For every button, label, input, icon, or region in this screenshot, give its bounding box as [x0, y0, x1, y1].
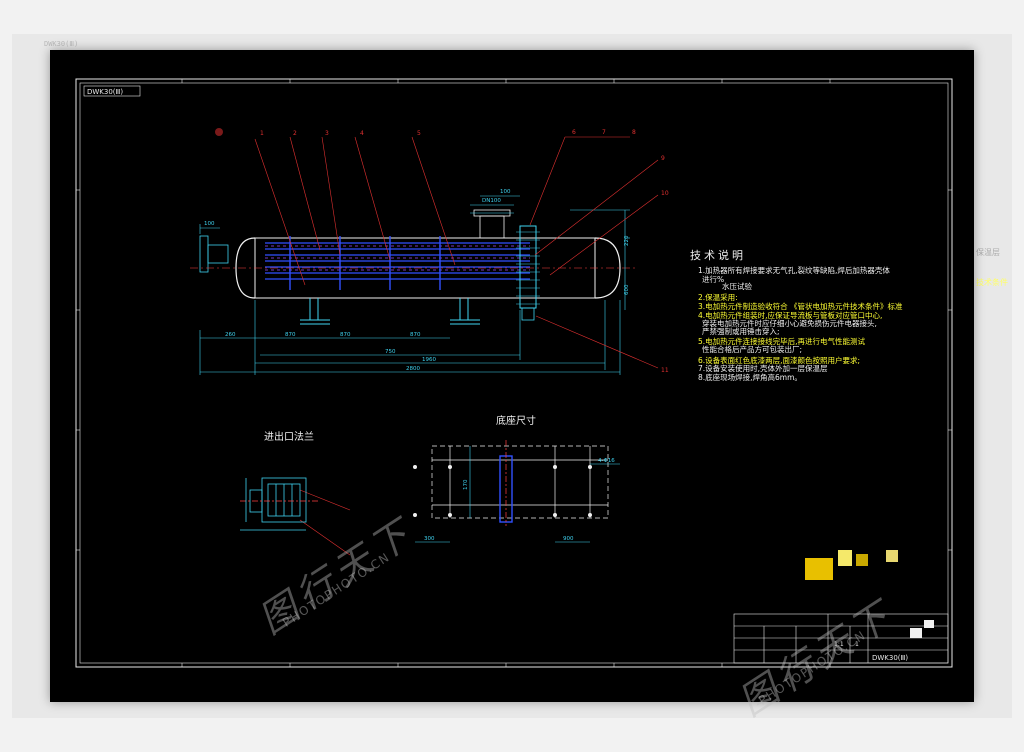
technical-note-line: 5.电加热元件连接接线完毕后,再进行电气性能测试: [698, 337, 866, 346]
svg-text:4: 4: [360, 130, 364, 137]
svg-text:100: 100: [500, 189, 511, 195]
flange-view: [240, 477, 320, 531]
svg-text:7: 7: [602, 129, 606, 136]
cad-drawing: DWK30(Ⅲ): [75, 78, 953, 668]
title-block-text: 1:1 1 DWK30(Ⅲ): [834, 641, 908, 662]
technical-note-line: 2.保温采用:: [698, 293, 738, 302]
svg-text:1: 1: [855, 641, 859, 648]
drawing-border: [75, 78, 953, 668]
svg-text:4-Φ16: 4-Φ16: [598, 458, 615, 464]
balloon-marker: [215, 128, 223, 136]
main-dimension-labels: 100 260 870 870 870 750 1960 2800 100 DN…: [204, 189, 630, 372]
technical-note-line: 《管状电加热元件技术条件》标准: [790, 302, 903, 311]
vessel-main-view: [190, 209, 635, 325]
pixel-artifacts: [805, 550, 934, 638]
technical-note-line: 严禁强制或用锤击穿入;: [702, 327, 780, 336]
svg-text:900: 900: [563, 536, 574, 542]
ghost-right-fragment-1: 技术条件: [976, 278, 1008, 287]
frame-code-label: DWK30(Ⅲ): [87, 88, 123, 96]
svg-text:9: 9: [661, 155, 665, 162]
main-dimensions: [199, 195, 630, 375]
leader-lines: [254, 136, 659, 556]
part-balloons: 1 2 3 4 5 6 7 8 9 10 11: [260, 129, 669, 374]
zone-ticks: [76, 79, 952, 667]
technical-note-line: 7.设备安装使用时,壳体外加一层保温层: [698, 364, 828, 373]
svg-text:11: 11: [661, 367, 669, 374]
base-view: [431, 440, 609, 526]
svg-text:100: 100: [204, 221, 215, 227]
svg-text:870: 870: [410, 332, 421, 338]
technical-notes-title: 技术说明: [690, 249, 746, 262]
svg-text:870: 870: [285, 332, 296, 338]
svg-text:5: 5: [417, 130, 421, 137]
base-bolt-holes: [413, 465, 592, 517]
svg-text:8: 8: [632, 129, 636, 136]
svg-text:2: 2: [293, 130, 297, 137]
svg-text:3: 3: [325, 130, 329, 137]
svg-text:10: 10: [661, 190, 669, 197]
heating-elements: [265, 242, 530, 280]
drawing-sheet: DWK30(Ⅲ): [50, 50, 974, 724]
svg-text:1960: 1960: [422, 357, 436, 363]
base-dimensions: [415, 446, 620, 543]
svg-text:1:1: 1:1: [834, 641, 844, 648]
technical-note-line: 性能合格后产品方可包装出厂;: [702, 345, 803, 354]
base-dimension-labels: 300 900 4-Φ16 170: [424, 458, 615, 542]
base-view-title: 底座尺寸: [496, 416, 536, 427]
svg-text:DWK30(Ⅲ): DWK30(Ⅲ): [872, 654, 908, 662]
flange-view-title: 进出口法兰: [264, 432, 314, 443]
svg-text:DN100: DN100: [482, 198, 501, 204]
svg-text:600: 600: [624, 284, 630, 295]
technical-note-line: 穿装电加热元件时应仔细小心避免损伤元件电器接头,: [702, 319, 877, 328]
technical-note-line: 水压试验: [722, 282, 752, 291]
technical-note-line: 1.加热器所有焊接要求无气孔,裂纹等缺陷,焊后加热器壳体: [698, 266, 890, 275]
svg-text:6: 6: [572, 129, 576, 136]
svg-text:260: 260: [225, 332, 236, 338]
technical-note-line: 4.电加热元件组装时,应保证导流板与管板对应管口中心,: [698, 311, 883, 320]
svg-text:1: 1: [260, 130, 264, 137]
technical-note-line: 8.底座现场焊接,焊角高6mm。: [698, 373, 802, 382]
technical-note-line: 进行%: [702, 275, 725, 284]
frame-code-box: [83, 85, 141, 97]
ghost-right-fragment-2: 保温层: [976, 248, 1000, 257]
svg-text:300: 300: [424, 536, 435, 542]
ghost-frame-code: DWK30(Ⅲ): [44, 40, 79, 48]
svg-text:170: 170: [463, 479, 469, 490]
svg-text:750: 750: [385, 349, 396, 355]
technical-note-line: 3.电加热元件制造验收符合: [698, 302, 788, 311]
drawing-inner-border: [79, 82, 949, 664]
technical-note-line: 6.设备表面红色底漆两层,面漆颜色按照用户要求;: [698, 356, 861, 365]
svg-text:870: 870: [340, 332, 351, 338]
svg-text:220: 220: [624, 235, 630, 246]
svg-text:2800: 2800: [406, 366, 420, 372]
